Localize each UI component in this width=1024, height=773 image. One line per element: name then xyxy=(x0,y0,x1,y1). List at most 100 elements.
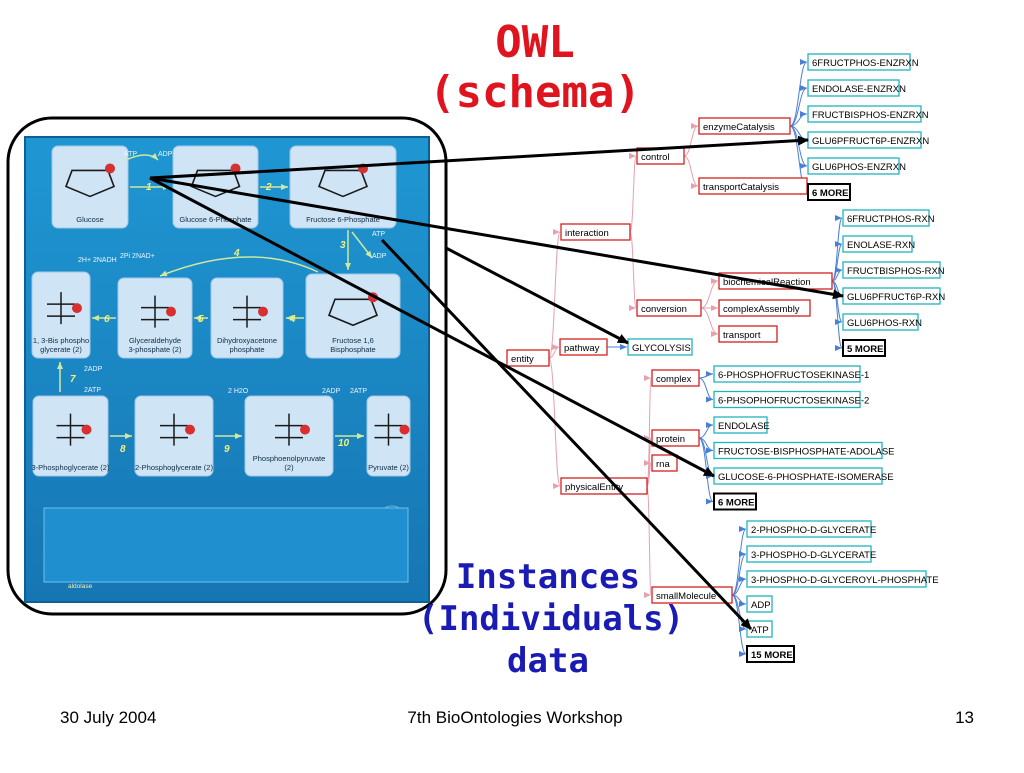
data-label: data xyxy=(507,641,589,681)
class-transport-box xyxy=(718,325,778,343)
step-number-5: 5 xyxy=(198,314,204,325)
instance-3-phospho-d-glyceroyl-phosphate: 3-PHOSPHO-D-GLYCEROYL-PHOSPHATE xyxy=(746,570,939,588)
edge-molecule-inst-2 xyxy=(731,576,747,596)
instance-glucose-6-phosphate-isomerase-label: GLUCOSE-6-PHOSPHATE-ISOMERASE xyxy=(718,472,894,483)
edge-reaction-inst-0 xyxy=(831,215,843,282)
class-small-molecule: smallMolecule xyxy=(651,586,733,604)
3-phosphoglycerate-phosphate-icon xyxy=(81,424,92,435)
molecule-more-button: 15 MORE xyxy=(746,645,795,663)
class-enzyme-catalysis-box xyxy=(698,117,791,135)
fructose-6-phosphate-label: Fructose 6-Phosphate xyxy=(306,215,380,224)
class-pathway: pathway xyxy=(559,338,608,356)
legend-col1-enzyme-4: aldolase xyxy=(68,583,93,590)
class-complex-assembly: complexAssembly xyxy=(718,299,811,317)
edge-control-transcat xyxy=(683,155,699,189)
edge-enzcat-inst-1 xyxy=(789,85,808,127)
edge-molecule-inst-5 xyxy=(731,594,747,657)
instance-endolase-box xyxy=(713,416,768,434)
class-interaction-label: interaction xyxy=(565,228,609,239)
phosphoenolpyruvate-label: Phosphoenolpyruvate xyxy=(253,454,326,463)
instance-glu6phos-enzrxn: GLU6PHOS-ENZRXN xyxy=(807,157,906,175)
class-conversion-label: conversion xyxy=(641,304,687,315)
cofactor-atp-step7: 2ATP xyxy=(84,387,101,394)
instance-endolase-label: ENDOLASE xyxy=(718,421,770,432)
instance-2-phospho-d-glycerate-label: 2-PHOSPHO-D-GLYCERATE xyxy=(751,525,876,536)
class-control-label: control xyxy=(641,152,670,163)
instance-glu6phos-rxn-box xyxy=(842,313,919,331)
glucose-ring xyxy=(64,169,116,198)
cofactor-nadh: 2H+ 2NADH xyxy=(78,257,117,264)
footer-title: 7th BioOntologies Workshop xyxy=(407,708,623,727)
molecule-more-button-box xyxy=(746,645,795,663)
phosphoenolpyruvate-label: (2) xyxy=(284,463,294,472)
class-complex-label: complex xyxy=(656,374,692,385)
edge-molecule-inst-0 xyxy=(731,526,747,596)
step-number-2: 2 xyxy=(265,182,272,193)
class-complex-assembly-label: complexAssembly xyxy=(723,304,800,315)
instance-2-phospho-d-glycerate: 2-PHOSPHO-D-GLYCERATE xyxy=(746,520,876,538)
compound-3-phosphoglycerate: 3-Phosphoglycerate (2) xyxy=(32,395,110,477)
fructose-1-6-bisphosphate-label: Bisphosphate xyxy=(330,345,375,354)
instance-6-phosphofructosekinase-1-box xyxy=(713,365,861,383)
instance-6fructphos-rxn: 6FRUCTPHOS-RXN xyxy=(842,209,935,227)
class-control: control xyxy=(636,147,685,165)
instance-6fructphos-rxn-box xyxy=(842,209,930,227)
edge-physical-smallMolecule xyxy=(643,485,652,598)
3-phosphoglycerate-label: 3-Phosphoglycerate (2) xyxy=(32,463,110,472)
class-entity-box xyxy=(506,349,550,367)
instance-enolase-rxn-box xyxy=(842,235,913,253)
class-interaction: interaction xyxy=(560,223,631,241)
instance-fructbisphos-rxn: FRUCTBISPHOS-RXN xyxy=(842,261,945,279)
schema-label: (schema) xyxy=(429,67,641,118)
instance-glucose-6-phosphate-isomerase: GLUCOSE-6-PHOSPHATE-ISOMERASE xyxy=(713,467,894,485)
edge-conversion-biochem xyxy=(700,278,719,309)
3-phosphoglycerate-skeleton xyxy=(56,413,85,446)
dihydroxyacetone-phosphate-label: phosphate xyxy=(229,345,264,354)
class-conversion: conversion xyxy=(636,299,702,317)
pyruvate-phosphate-icon xyxy=(399,424,410,435)
glyceraldehyde-3-phosphate-label: Glyceraldehyde xyxy=(129,336,181,345)
instance-fructose-bisphosphate-adolase-label: FRUCTOSE-BISPHOSPHATE-ADOLASE xyxy=(718,447,895,458)
instance-3-phospho-d-glyceroyl-phosphate-box xyxy=(746,570,927,588)
edge-reaction-inst-5 xyxy=(831,280,843,351)
footer-date: 30 July 2004 xyxy=(60,708,157,727)
cofactor-water: 2 H2O xyxy=(228,388,249,395)
edge-interaction-conversion xyxy=(628,231,637,311)
instance-endolase-enzrxn-label: ENDOLASE-ENZRXN xyxy=(812,84,906,95)
step-number-4: 4 xyxy=(233,248,240,259)
instance-3-phospho-d-glycerate: 3-PHOSPHO-D-GLYCERATE xyxy=(746,545,876,563)
class-transport-catalysis: transportCatalysis xyxy=(698,177,808,195)
instance-glycolysis-label: GLYCOLYSIS xyxy=(632,343,691,354)
instance-fructose-bisphosphate-adolase: FRUCTOSE-BISPHOSPHATE-ADOLASE xyxy=(713,441,895,460)
class-conversion-box xyxy=(636,299,702,317)
edge-enzcat-inst-0 xyxy=(789,59,808,127)
step-number-6: 6 xyxy=(104,314,110,325)
instance-glu6phos-enzrxn-box xyxy=(807,157,900,175)
bisphosphoglycerate-phosphate-icon xyxy=(72,303,82,314)
dihydroxyacetone-phosphate-label: Dihydroxyacetone xyxy=(217,336,277,345)
enzcat-more-button: 6 MORE xyxy=(807,183,851,201)
step-number-8: 8 xyxy=(120,444,126,455)
bisphosphoglycerate-skeleton xyxy=(47,292,75,325)
edge-interaction-control xyxy=(628,153,637,233)
class-enzyme-catalysis: enzymeCatalysis xyxy=(698,117,791,135)
owl-schema-title: OWL (schema) xyxy=(420,18,650,118)
class-entity-label: entity xyxy=(511,354,534,365)
compound-phosphoenolpyruvate: Phosphoenolpyruvate(2) xyxy=(244,395,334,477)
instance-glu6phos-enzrxn-label: GLU6PHOS-ENZRXN xyxy=(812,162,906,173)
dihydroxyacetone-phosphate-phosphate-icon xyxy=(258,306,268,317)
instance-3-phospho-d-glycerate-box xyxy=(746,545,872,563)
instance-6-phsophofructosekinase-2-box xyxy=(713,390,861,409)
instance-glycolysis-box xyxy=(627,338,693,356)
2-phosphoglycerate-phosphate-icon xyxy=(185,424,195,435)
compound-2-phosphoglycerate: 2-Phosphoglycerate (2) xyxy=(134,395,214,477)
reaction-more-button: 5 MORE xyxy=(842,339,886,357)
arrow-step-4b xyxy=(159,256,319,277)
glyceraldehyde-3-phosphate-label: 3-phosphate (2) xyxy=(129,345,182,354)
fructose-6-phosphate-ring xyxy=(317,169,369,198)
instance-6fructphos-enzrxn: 6FRUCTPHOS-ENZRXN xyxy=(807,53,919,71)
glyceraldehyde-3-phosphate-phosphate-icon xyxy=(166,306,176,317)
instance-glycolysis: GLYCOLYSIS xyxy=(627,338,693,356)
instance-fructbisphos-rxn-box xyxy=(842,261,941,279)
